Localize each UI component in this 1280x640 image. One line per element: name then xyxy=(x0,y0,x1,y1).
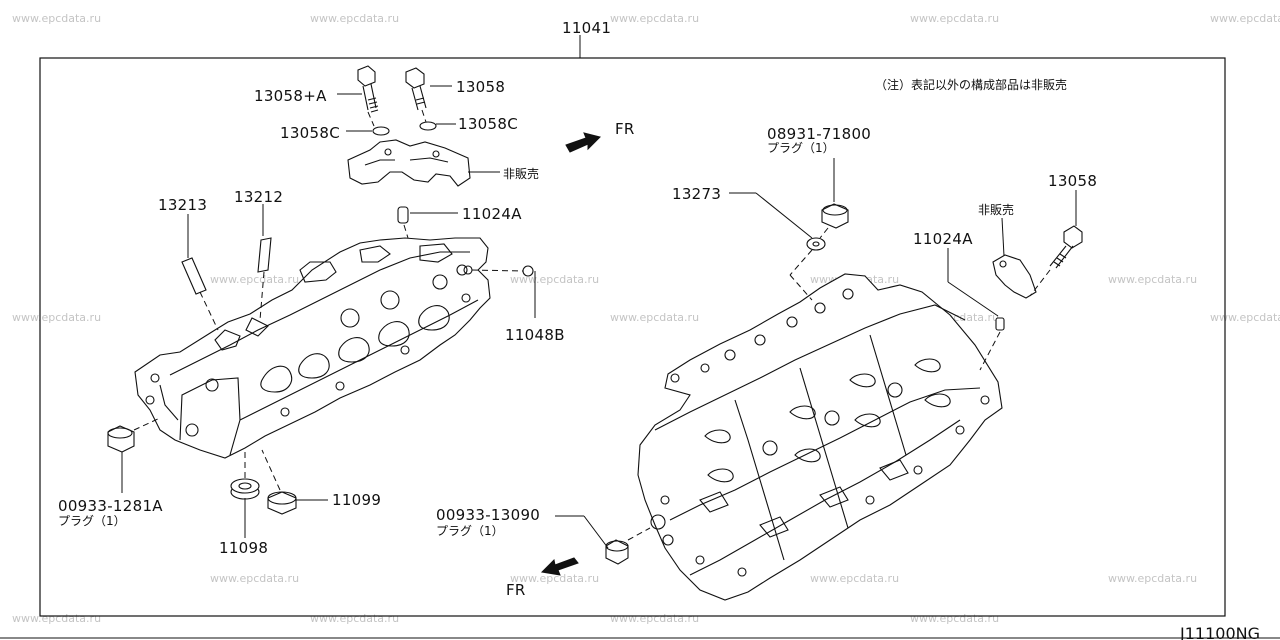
label-13058-right: 13058 xyxy=(1048,172,1097,190)
watermark: www.epcdata.ru xyxy=(12,12,101,25)
dowel-11024a-left xyxy=(397,206,409,224)
watermark: www.epcdata.ru xyxy=(510,572,599,585)
watermark: www.epcdata.ru xyxy=(210,572,299,585)
dowel-11024a-right xyxy=(995,317,1005,331)
watermark: www.epcdata.ru xyxy=(1108,572,1197,585)
label-00933-13090: 00933-13090 xyxy=(436,506,540,524)
label-11099: 11099 xyxy=(332,491,381,509)
label-plug-sub-3: プラグ（1） xyxy=(436,524,504,538)
assembly-label: 11041 xyxy=(562,19,611,37)
watermark: www.epcdata.ru xyxy=(510,273,599,286)
seal-11098 xyxy=(230,478,260,500)
watermark: www.epcdata.ru xyxy=(210,273,299,286)
watermark: www.epcdata.ru xyxy=(610,311,699,324)
label-13058c-left: 13058C xyxy=(280,124,340,142)
plug-00933-13090 xyxy=(605,539,629,565)
plug-00933-1281a xyxy=(107,425,135,453)
fr-label-bottom: FR xyxy=(506,581,526,599)
plug-08931-71800 xyxy=(821,203,849,229)
washer-13273-hole xyxy=(812,241,820,247)
cylinder-head-right xyxy=(637,273,1003,601)
cam-bracket-top xyxy=(347,139,471,187)
watermark: www.epcdata.ru xyxy=(310,612,399,625)
washer-13058c-left xyxy=(372,126,390,136)
label-hihanbai-top: 非販売 xyxy=(503,166,539,181)
label-00933-1281a: 00933-1281A xyxy=(58,497,163,515)
diagram-code: J11100NG xyxy=(1179,624,1260,640)
label-plug-sub-2: プラグ（1） xyxy=(767,141,835,155)
watermark: www.epcdata.ru xyxy=(1108,273,1197,286)
fr-label-top: FR xyxy=(615,120,635,138)
bolt-13058a xyxy=(357,65,379,113)
pin-13213 xyxy=(181,257,207,295)
seal-11099 xyxy=(267,491,297,515)
label-13058c-right: 13058C xyxy=(458,115,518,133)
label-13058: 13058 xyxy=(456,78,505,96)
label-11024a-right: 11024A xyxy=(913,230,973,248)
note-text: （注）表記以外の構成部品は非販売 xyxy=(875,77,1067,92)
watermark: www.epcdata.ru xyxy=(12,612,101,625)
watermark: www.epcdata.ru xyxy=(910,612,999,625)
washer-13273 xyxy=(806,237,826,251)
label-08931-71800: 08931-71800 xyxy=(767,125,871,143)
label-13212: 13212 xyxy=(234,188,283,206)
watermark: www.epcdata.ru xyxy=(1210,12,1280,25)
leaders-left xyxy=(121,85,536,538)
label-13213: 13213 xyxy=(158,196,207,214)
leaders-right xyxy=(555,158,1077,549)
pin-13212 xyxy=(257,237,272,273)
label-hihanbai-right: 非販売 xyxy=(978,202,1014,217)
fr-arrow-bottom: FR xyxy=(506,557,579,599)
plug-11048b xyxy=(522,265,534,277)
fr-arrow-top: FR xyxy=(565,120,635,153)
watermark: www.epcdata.ru xyxy=(12,311,101,324)
bolt-13058-right xyxy=(1049,225,1083,269)
label-13058a: 13058+A xyxy=(254,87,327,105)
watermark: www.epcdata.ru xyxy=(610,612,699,625)
watermark: www.epcdata.ru xyxy=(810,572,899,585)
watermarks: www.epcdata.ru www.epcdata.ru www.epcdat… xyxy=(12,12,1280,625)
cylinder-head-left xyxy=(134,237,491,459)
watermark: www.epcdata.ru xyxy=(610,12,699,25)
label-11024a-left: 11024A xyxy=(462,205,522,223)
bracket-right xyxy=(992,254,1037,299)
washer-13058c-right xyxy=(419,121,437,131)
bolt-13058 xyxy=(405,67,427,111)
label-11048b: 11048B xyxy=(505,326,565,344)
watermark: www.epcdata.ru xyxy=(1210,311,1280,324)
watermark: www.epcdata.ru xyxy=(310,12,399,25)
label-13273: 13273 xyxy=(672,185,721,203)
watermark: www.epcdata.ru xyxy=(910,12,999,25)
label-11098: 11098 xyxy=(219,539,268,557)
label-plug-sub-1: プラグ（1） xyxy=(58,514,126,528)
assembly-frame xyxy=(39,57,1226,617)
